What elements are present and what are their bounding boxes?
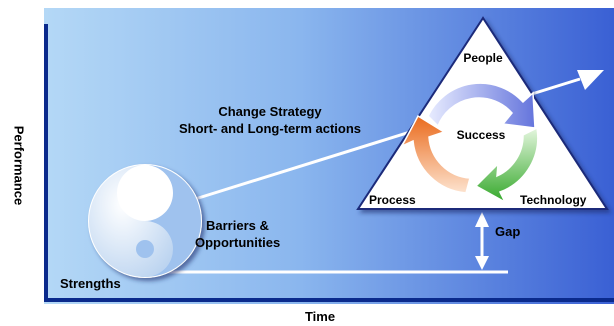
strategy-arrowhead <box>577 70 604 90</box>
opportunities-label: Opportunities <box>195 235 281 250</box>
strengths-label: Strengths <box>60 276 121 291</box>
blue-cycle-arrow <box>427 82 536 129</box>
x-axis-label: Time <box>304 309 336 324</box>
gap-label: Gap <box>495 224 521 239</box>
yin-yang-icon <box>88 164 202 278</box>
strategy-subtitle: Short- and Long-term actions <box>179 121 361 136</box>
barriers-label: Barriers & <box>206 218 269 233</box>
technology-label: Technology <box>520 193 587 207</box>
people-label: People <box>463 51 503 65</box>
orange-cycle-arrow <box>400 114 471 194</box>
cycle-arrows <box>400 82 539 204</box>
strategy-title: Change Strategy <box>218 104 322 119</box>
green-cycle-arrow <box>474 126 539 204</box>
gap-arrow-down <box>475 256 489 270</box>
success-label: Success <box>456 128 506 142</box>
gap-arrow-up <box>475 212 489 227</box>
process-label: Process <box>369 193 416 207</box>
y-axis-label: Performance <box>11 125 27 206</box>
